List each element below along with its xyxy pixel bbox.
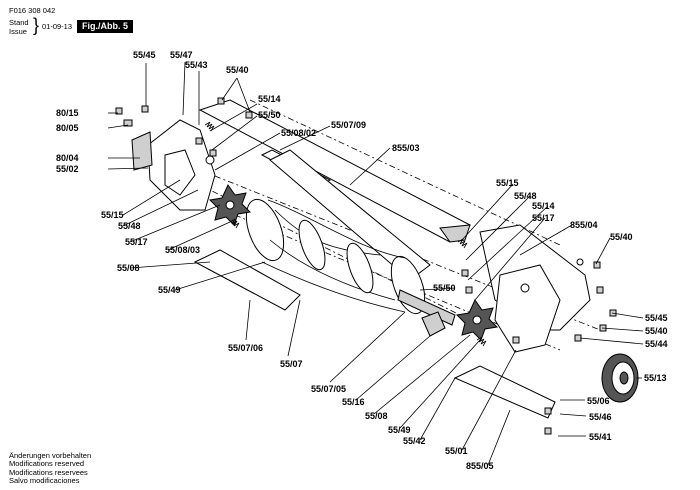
label-55-48-right: 55/48 (514, 191, 537, 201)
footer-line-de: Änderungen vorbehalten (9, 451, 92, 460)
label-55-08-bottom: 55/08 (365, 411, 388, 421)
issue-date: 01-09-13 (42, 22, 73, 31)
label-55-41: 55/41 (589, 432, 612, 442)
label-55-01: 55/01 (445, 446, 468, 456)
footer-line-fr: Modifications reservees (9, 467, 88, 477)
label-80-15: 80/15 (56, 108, 79, 118)
figure-badge: Fig./Abb. 5 (77, 20, 133, 33)
stand-label: Stand (9, 18, 29, 27)
bearing-block (421, 311, 446, 337)
label-55-17-left: 55/17 (125, 237, 148, 247)
bottom-blade-left (193, 249, 301, 311)
label-55-08-02: 55/08/02 (281, 128, 316, 138)
label-55-14-top: 55/14 (258, 94, 281, 104)
label-855-04: 855/04 (570, 220, 598, 230)
label-55-47: 55/47 (170, 50, 193, 60)
label-55-07-06: 55/07/06 (228, 343, 263, 353)
label-55-07-05: 55/07/05 (311, 384, 346, 394)
label-55-46: 55/46 (589, 412, 612, 422)
label-55-14-right: 55/14 (532, 201, 555, 211)
doc-number: F016 308 042 (9, 6, 56, 15)
left-drive-gear (208, 184, 252, 226)
label-55-44: 55/44 (645, 339, 668, 349)
label-55-16: 55/16 (342, 397, 365, 407)
label-55-48-left: 55/48 (118, 221, 141, 231)
label-55-08-left: 55/08 (117, 263, 140, 273)
footer-line-en: Modifications reserved (9, 459, 85, 469)
screws (115, 97, 617, 435)
label-55-40-right: 55/40 (610, 232, 633, 242)
label-55-45-right: 55/45 (645, 313, 668, 323)
label-55-40-top: 55/40 (226, 65, 249, 75)
footer-notice: Änderungen vorbehalten Modifications res… (9, 451, 92, 486)
label-55-15-left: 55/15 (101, 210, 124, 220)
label-55-08-03: 55/08/03 (165, 245, 200, 255)
cutter-shaft (260, 149, 431, 281)
label-55-06: 55/06 (587, 396, 610, 406)
label-855-03: 855/03 (392, 143, 420, 153)
label-55-13: 55/13 (644, 373, 667, 383)
label-55-43: 55/43 (185, 60, 208, 70)
label-55-50-top: 55/50 (258, 110, 281, 120)
reel-cylinder (245, 198, 456, 326)
right-drive-gear (455, 299, 499, 341)
label-55-02: 55/02 (56, 164, 79, 174)
leader-lines (107, 61, 644, 466)
label-55-49-left: 55/49 (158, 285, 181, 295)
brace: } (33, 15, 40, 35)
label-55-15-right: 55/15 (496, 178, 519, 188)
label-55-45-top: 55/45 (133, 50, 156, 60)
label-55-17-right: 55/17 (532, 213, 555, 223)
issue-label: Issue (9, 27, 27, 36)
label-80-05: 80/05 (56, 123, 79, 133)
label-55-50-mid: 55/50 (433, 283, 456, 293)
label-55-49-bottom: 55/49 (388, 425, 411, 435)
label-80-04: 80/04 (56, 153, 79, 163)
label-55-42: 55/42 (403, 436, 426, 446)
part-labels: 55/45 55/47 55/43 55/40 80/15 80/05 55/1… (56, 50, 668, 471)
rear-wheel (601, 353, 639, 403)
left-side-plate (131, 119, 216, 211)
springs (204, 121, 487, 347)
label-55-07: 55/07 (280, 359, 303, 369)
right-side-plate (479, 224, 591, 353)
label-55-40-lower: 55/40 (645, 326, 668, 336)
top-rail (198, 99, 471, 243)
label-855-05: 855/05 (466, 461, 494, 471)
label-55-07-09: 55/07/09 (331, 120, 366, 130)
footer-line-es: Salvo modificaciones (9, 476, 80, 486)
bottom-blade-right (453, 365, 556, 419)
